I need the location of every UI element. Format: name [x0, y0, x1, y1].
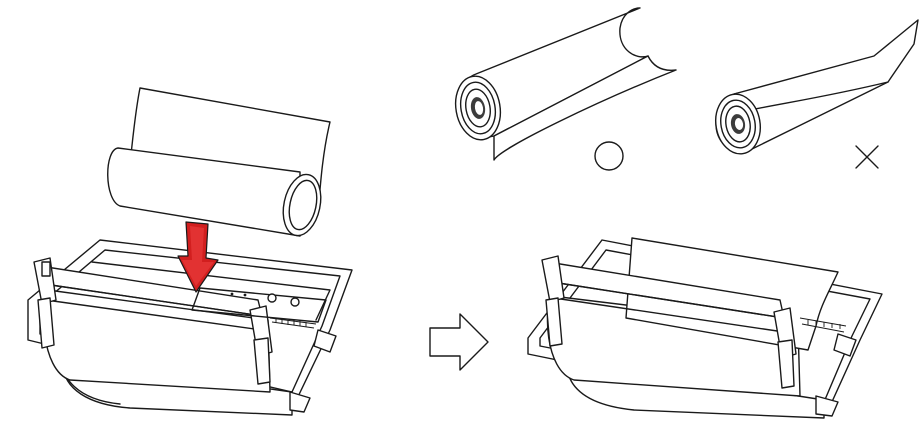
- cross-ng-icon: [855, 145, 879, 169]
- printer-loaded-right: [527, 237, 883, 419]
- circle-ok-icon: [594, 141, 624, 171]
- roll-correct-orientation: [454, 7, 677, 161]
- printer-open-left: [27, 239, 353, 416]
- roll-incorrect-orientation: [715, 19, 919, 155]
- down-arrow-icon: [177, 221, 219, 293]
- paper-roll-to-insert: [107, 87, 331, 237]
- right-arrow-icon: [429, 313, 489, 371]
